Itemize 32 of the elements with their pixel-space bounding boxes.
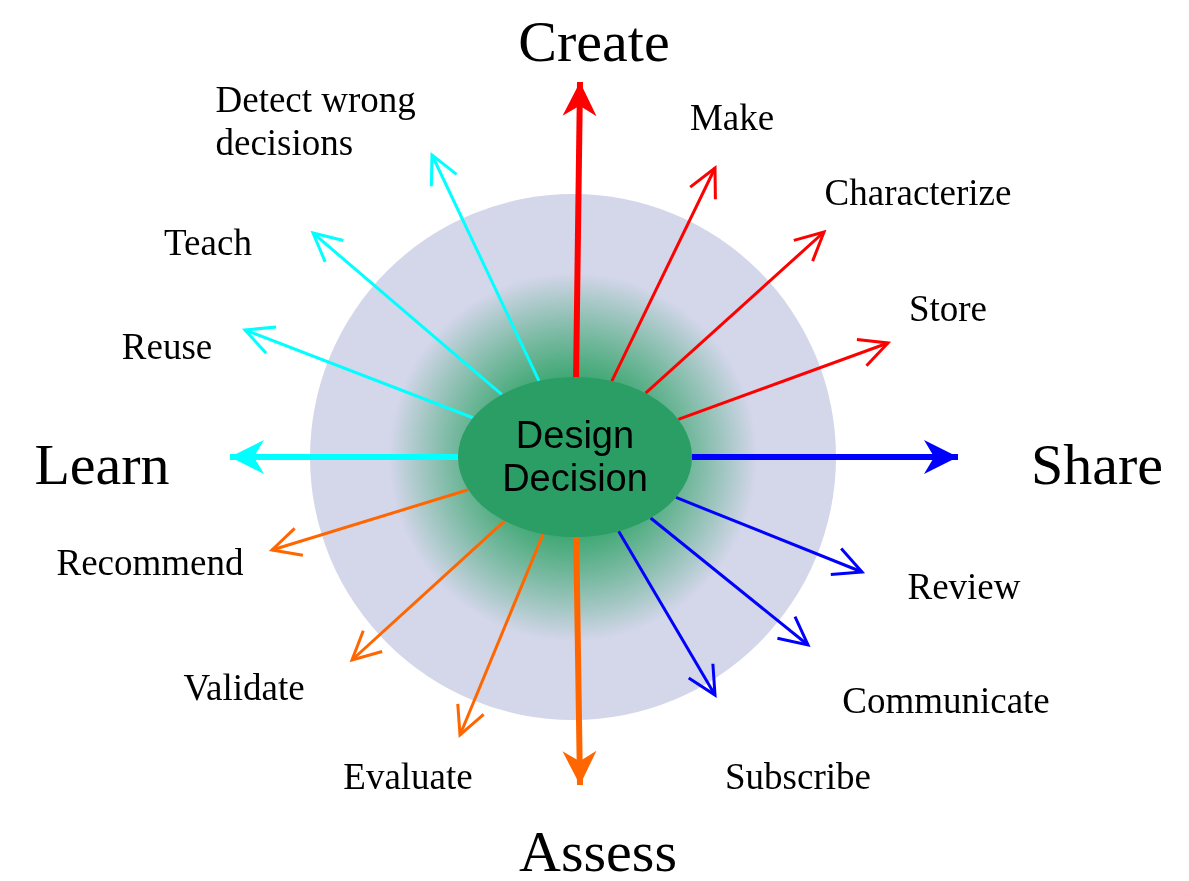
activity-label: Detect wrong decisions: [215, 79, 481, 165]
arrow: [350, 519, 506, 662]
activity-label: Make: [689, 96, 775, 140]
arrow: [610, 166, 717, 382]
activity-label: Teach: [164, 221, 252, 265]
activity-label: Communicate: [842, 679, 1050, 723]
activity-label: Validate: [183, 666, 305, 710]
activity-label: Store: [908, 287, 988, 331]
arrow: [270, 488, 469, 557]
activity-label: Reuse: [121, 325, 213, 369]
arrow: [562, 81, 597, 378]
arrow: [644, 230, 826, 395]
activity-label: Review: [907, 565, 1021, 609]
arrow: [243, 325, 474, 420]
activity-label: Subscribe: [725, 755, 871, 799]
category-label: Assess: [519, 818, 677, 881]
arrow: [692, 440, 958, 474]
category-label: Share: [1030, 431, 1164, 499]
category-label: Create: [518, 8, 670, 76]
activity-label: Evaluate: [343, 755, 473, 799]
arrow: [649, 516, 810, 647]
arrow: [456, 533, 545, 737]
arrow: [311, 231, 503, 396]
activity-label: Recommend: [56, 541, 244, 585]
arrow: [429, 153, 541, 382]
arrow: [230, 440, 458, 474]
arrow: [677, 337, 890, 421]
arrow: [617, 530, 717, 697]
category-label: Learn: [34, 431, 170, 499]
arrow: [675, 496, 864, 577]
arrow: [562, 536, 597, 786]
activity-label: Characterize: [824, 171, 1012, 215]
